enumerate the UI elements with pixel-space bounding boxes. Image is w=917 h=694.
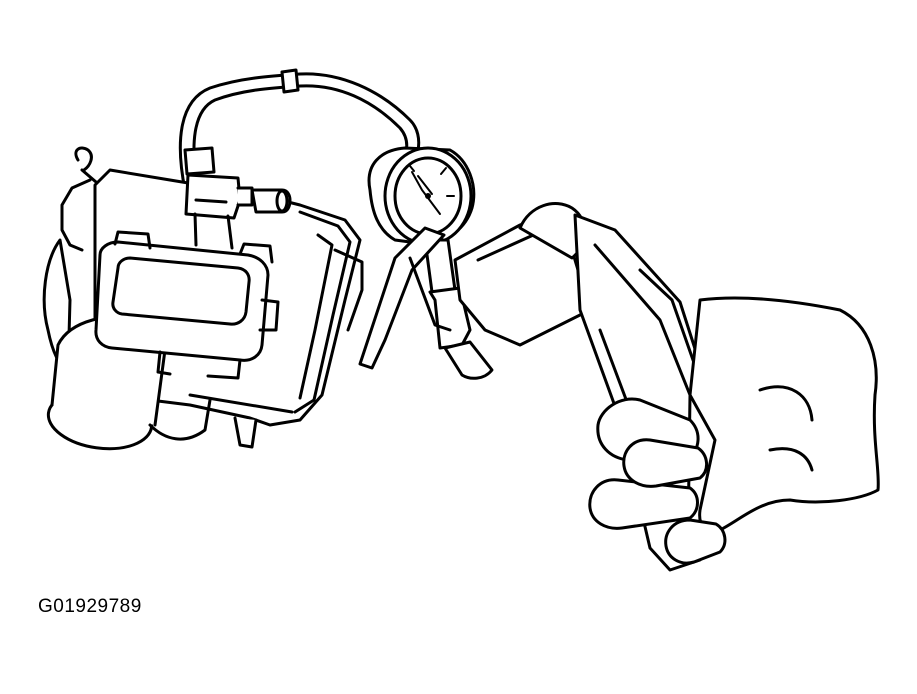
throttle-body-assembly (42, 146, 364, 451)
vacuum-gauge (367, 146, 476, 246)
vacuum-hose (178, 68, 421, 192)
figure-code: G01929789 (38, 596, 142, 617)
hand-vacuum-pump (358, 202, 880, 572)
